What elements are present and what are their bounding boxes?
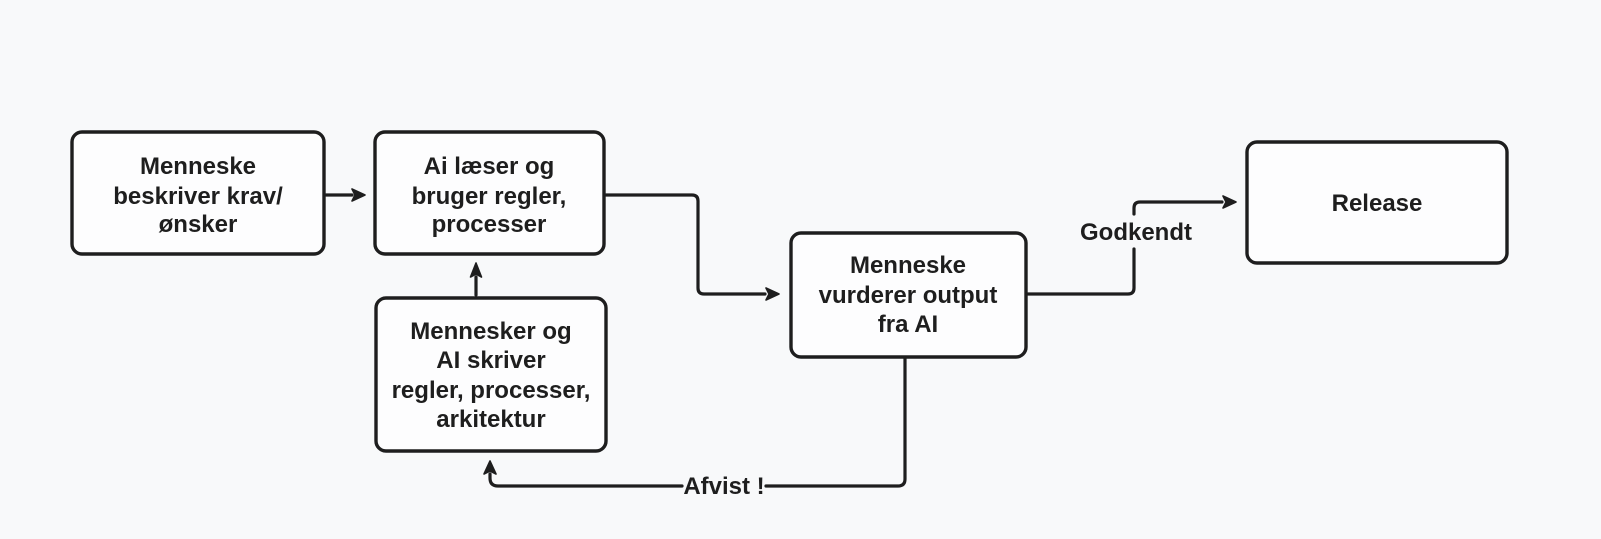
- svg-text:AI skriver: AI skriver: [436, 347, 545, 374]
- svg-text:Mennesker og: Mennesker og: [410, 318, 571, 345]
- svg-text:Ai læser og: Ai læser og: [424, 153, 555, 180]
- svg-text:Release: Release: [1332, 190, 1423, 217]
- svg-text:bruger regler,: bruger regler,: [412, 183, 567, 210]
- svg-text:Afvist !: Afvist !: [683, 473, 764, 500]
- svg-text:Menneske: Menneske: [850, 252, 966, 279]
- svg-text:fra AI: fra AI: [878, 311, 938, 338]
- svg-text:arkitektur: arkitektur: [436, 406, 545, 433]
- svg-text:Menneske: Menneske: [140, 153, 256, 180]
- svg-text:beskriver krav/: beskriver krav/: [113, 183, 283, 210]
- svg-text:regler, processer,: regler, processer,: [392, 377, 591, 404]
- svg-text:processer: processer: [432, 211, 547, 238]
- svg-text:ønsker: ønsker: [159, 211, 238, 238]
- svg-text:Godkendt: Godkendt: [1080, 219, 1192, 246]
- svg-text:vurderer output: vurderer output: [819, 282, 998, 309]
